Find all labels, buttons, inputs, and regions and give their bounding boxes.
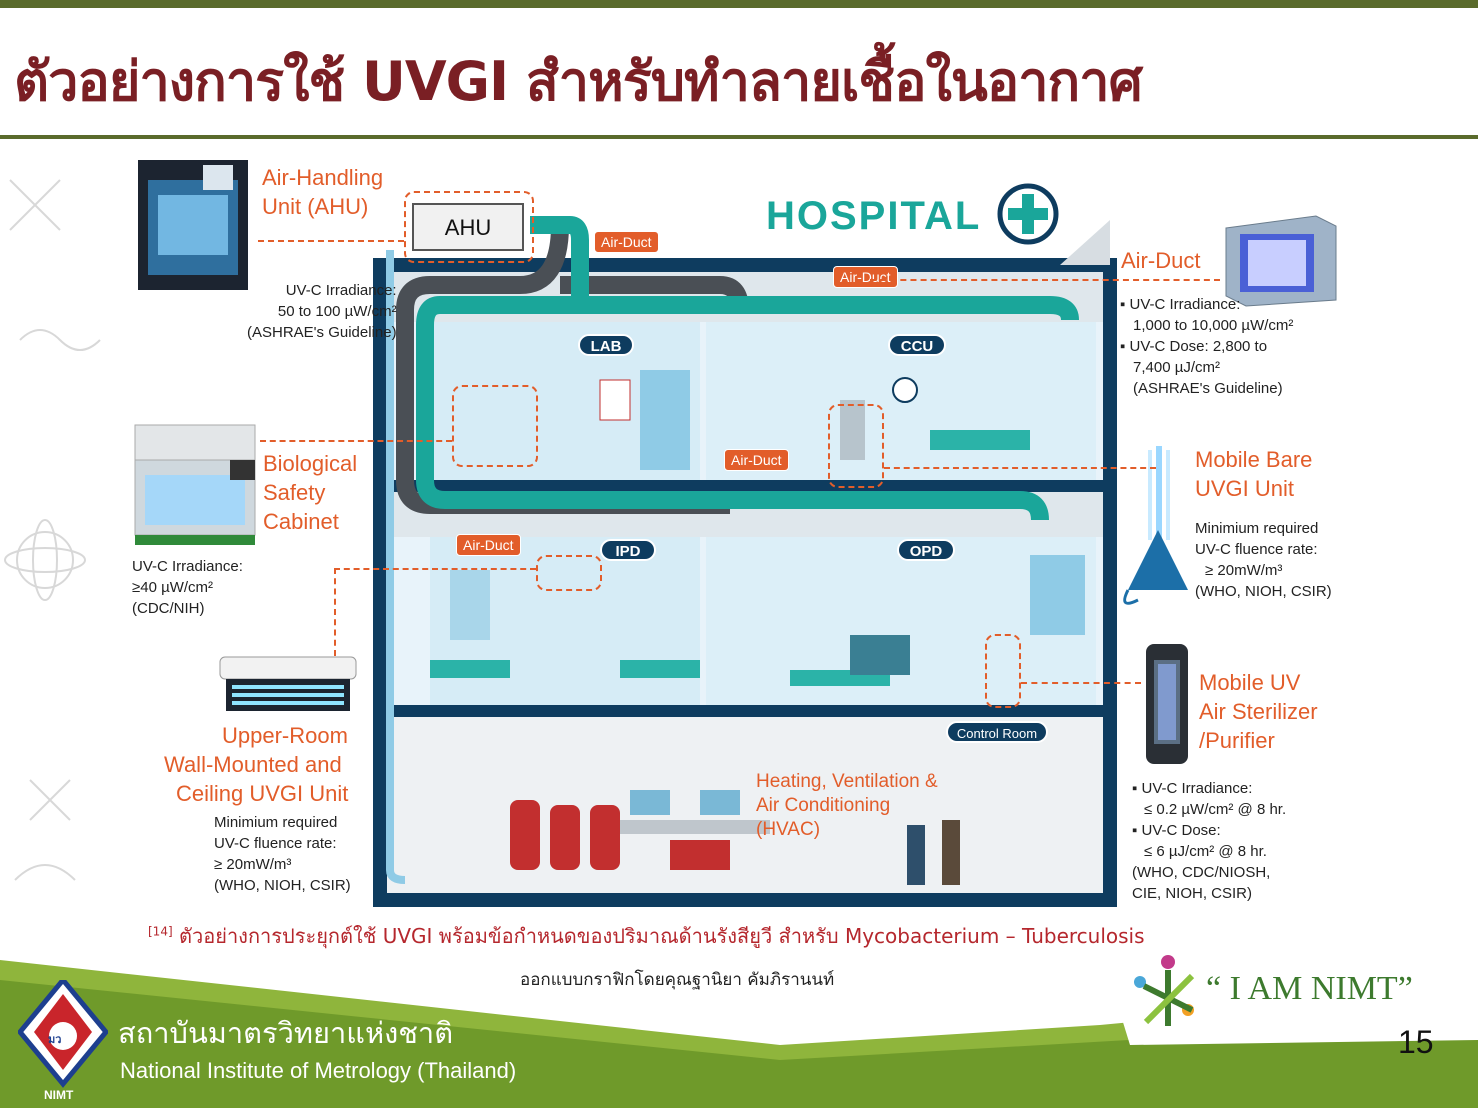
mobile-bare-note-line: ≥ 20mW/m³ (1205, 562, 1283, 579)
ahu-notes: UV-C Irradiance: 50 to 100 µW/cm² (ASHRA… (247, 280, 397, 343)
room-tag-control-room: Control Room (946, 721, 1048, 743)
ahu-callout-title-2: Unit (AHU) (262, 194, 369, 219)
mobile-bare-notes: Minimium required UV-C fluence rate: ≥ 2… (1195, 518, 1332, 602)
sterilizer-note-line: ≤ 6 µJ/cm² @ 8 hr. (1144, 843, 1267, 860)
ahu-note-line: (ASHRAE's Guideline) (247, 324, 397, 341)
caption-text: ตัวอย่างการประยุกต์ใช้ UVGI พร้อมข้อกำหน… (179, 924, 1145, 948)
ahu-connector (258, 240, 404, 242)
mobile-bare-note-line: UV-C fluence rate: (1195, 541, 1318, 558)
sterilizer-note-line: ▪ UV-C Irradiance: (1132, 780, 1253, 797)
bsc-callout-title-2: Safety (263, 480, 326, 505)
title-underline (0, 135, 1478, 139)
bsc-note-line: (CDC/NIH) (132, 600, 205, 617)
air-duct-title: Air-Duct (1121, 248, 1201, 273)
sterilizer-device-image (1146, 644, 1188, 764)
air-duct-note-line: 1,000 to 10,000 µW/cm² (1133, 317, 1294, 334)
sterilizer-title-1: Mobile UV (1199, 670, 1301, 695)
air-duct-note-line: 7,400 µJ/cm² (1133, 359, 1221, 376)
bsc-callout-title-1: Biological (263, 451, 358, 476)
slogan: “ I AM NIMT” (1206, 970, 1413, 1007)
bsc-note-line: UV-C Irradiance: (132, 558, 243, 575)
air-duct-note-line: ▪ UV-C Dose: 2,800 to (1120, 338, 1268, 355)
nimt-logo-caption: NIMT (44, 1088, 74, 1102)
hvac-label: Heating, Ventilation & Air Conditioning … (756, 771, 938, 840)
upper-room-connector-v (334, 568, 336, 656)
upper-room-title-2: Wall-Mounted and (164, 752, 342, 777)
upper-room-connector-h (334, 568, 536, 570)
sterilizer-notes: ▪ UV-C Irradiance: ≤ 0.2 µW/cm² @ 8 hr. … (1132, 778, 1286, 904)
figure-caption: [14] ตัวอย่างการประยุกต์ใช้ UVGI พร้อมข้… (148, 920, 1145, 952)
slide-title: ตัวอย่างการใช้ UVGI สำหรับทำลายเชื้อในอา… (14, 50, 1143, 113)
duct-tag-mid: Air-Duct (724, 449, 789, 471)
ahu-rooftop-unit: AHU (412, 203, 524, 251)
room-tag-ccu: CCU (888, 334, 946, 356)
air-duct-device-image (1225, 215, 1337, 307)
institute-name-english: National Institute of Metrology (Thailan… (120, 1058, 517, 1083)
mobile-bare-device-image (1123, 446, 1188, 605)
bsc-connector (260, 440, 452, 442)
sterilizer-title-3: /Purifier (1199, 728, 1275, 753)
air-duct-note-line: ▪ UV-C Irradiance: (1120, 296, 1241, 313)
air-duct-connector (870, 279, 1220, 281)
upper-room-title-1: Upper-Room (222, 723, 348, 748)
duct-tag-ipd: Air-Duct (456, 534, 521, 556)
hospital-cross-icon (997, 183, 1059, 245)
sterilizer-title-2: Air Sterilizer (1199, 699, 1318, 724)
caption-reference: [14] (148, 924, 173, 939)
upper-room-note-line: UV-C fluence rate: (214, 835, 337, 852)
sterilizer-connector (1021, 682, 1141, 684)
air-duct-notes: ▪ UV-C Irradiance: 1,000 to 10,000 µW/cm… (1120, 294, 1293, 399)
ahu-highlight-box (404, 191, 534, 263)
hospital-label: HOSPITAL (766, 194, 982, 238)
room-tag-ipd: IPD (600, 539, 656, 561)
room-tag-lab: LAB (578, 334, 634, 356)
i-am-nimt-emblem-icon (1134, 955, 1195, 1026)
ahu-note-line: UV-C Irradiance: (285, 282, 397, 299)
bsc-highlight-box (452, 385, 538, 467)
bsc-callout-title-3: Cabinet (263, 509, 339, 534)
ahu-device-image (138, 160, 248, 290)
room-tag-opd: OPD (897, 539, 955, 561)
nimt-logo (18, 980, 108, 1088)
bsc-notes: UV-C Irradiance: ≥40 µW/cm² (CDC/NIH) (132, 556, 243, 619)
mobile-bare-connector (884, 467, 1156, 469)
sterilizer-note-line: ≤ 0.2 µW/cm² @ 8 hr. (1144, 801, 1287, 818)
nimt-logo-mark: มว (48, 1033, 62, 1046)
upper-room-note-line: ≥ 20mW/m³ (214, 856, 292, 873)
upper-room-device-image (219, 656, 357, 711)
mobile-bare-title-2: UVGI Unit (1195, 476, 1295, 501)
upper-room-title-3: Ceiling UVGI Unit (176, 781, 349, 806)
decorative-doodles (4, 179, 101, 881)
sterilizer-note-line: (WHO, CDC/NIOSH, (1132, 864, 1271, 881)
ahu-callout-title-1: Air-Handling (262, 165, 384, 190)
bsc-note-line: ≥40 µW/cm² (132, 579, 214, 596)
bsc-device-image (134, 424, 256, 545)
graphic-credit: ออกแบบกราฟิกโดยคุณฐานิยา คัมภิรานนท์ (520, 970, 835, 990)
ahu-note-line: 50 to 100 µW/cm² (277, 303, 397, 320)
mobile-bare-note-line: (WHO, NIOH, CSIR) (1195, 583, 1332, 600)
air-duct-note-line: (ASHRAE's Guideline) (1133, 380, 1283, 397)
page-number: 15 (1398, 1024, 1434, 1060)
mobile-bare-highlight-box (828, 404, 884, 488)
duct-tag-top: Air-Duct (594, 231, 659, 253)
institute-name-thai: สถาบันมาตรวิทยาแห่งชาติ (118, 1016, 454, 1050)
upper-room-note-line: Minimium required (214, 814, 338, 831)
upper-room-note-line: (WHO, NIOH, CSIR) (214, 877, 351, 894)
mobile-bare-note-line: Minimium required (1195, 520, 1319, 537)
duct-tag-ccu: Air-Duct (833, 266, 898, 288)
sterilizer-note-line: CIE, NIOH, CSIR) (1132, 885, 1253, 902)
upper-room-highlight-box (536, 555, 602, 591)
mobile-bare-title-1: Mobile Bare (1195, 447, 1313, 472)
sterilizer-highlight-box (985, 634, 1021, 708)
sterilizer-note-line: ▪ UV-C Dose: (1132, 822, 1221, 839)
upper-room-notes: Minimium required UV-C fluence rate: ≥ 2… (214, 812, 351, 896)
footer-background (0, 960, 1478, 1108)
top-bar (0, 0, 1478, 8)
